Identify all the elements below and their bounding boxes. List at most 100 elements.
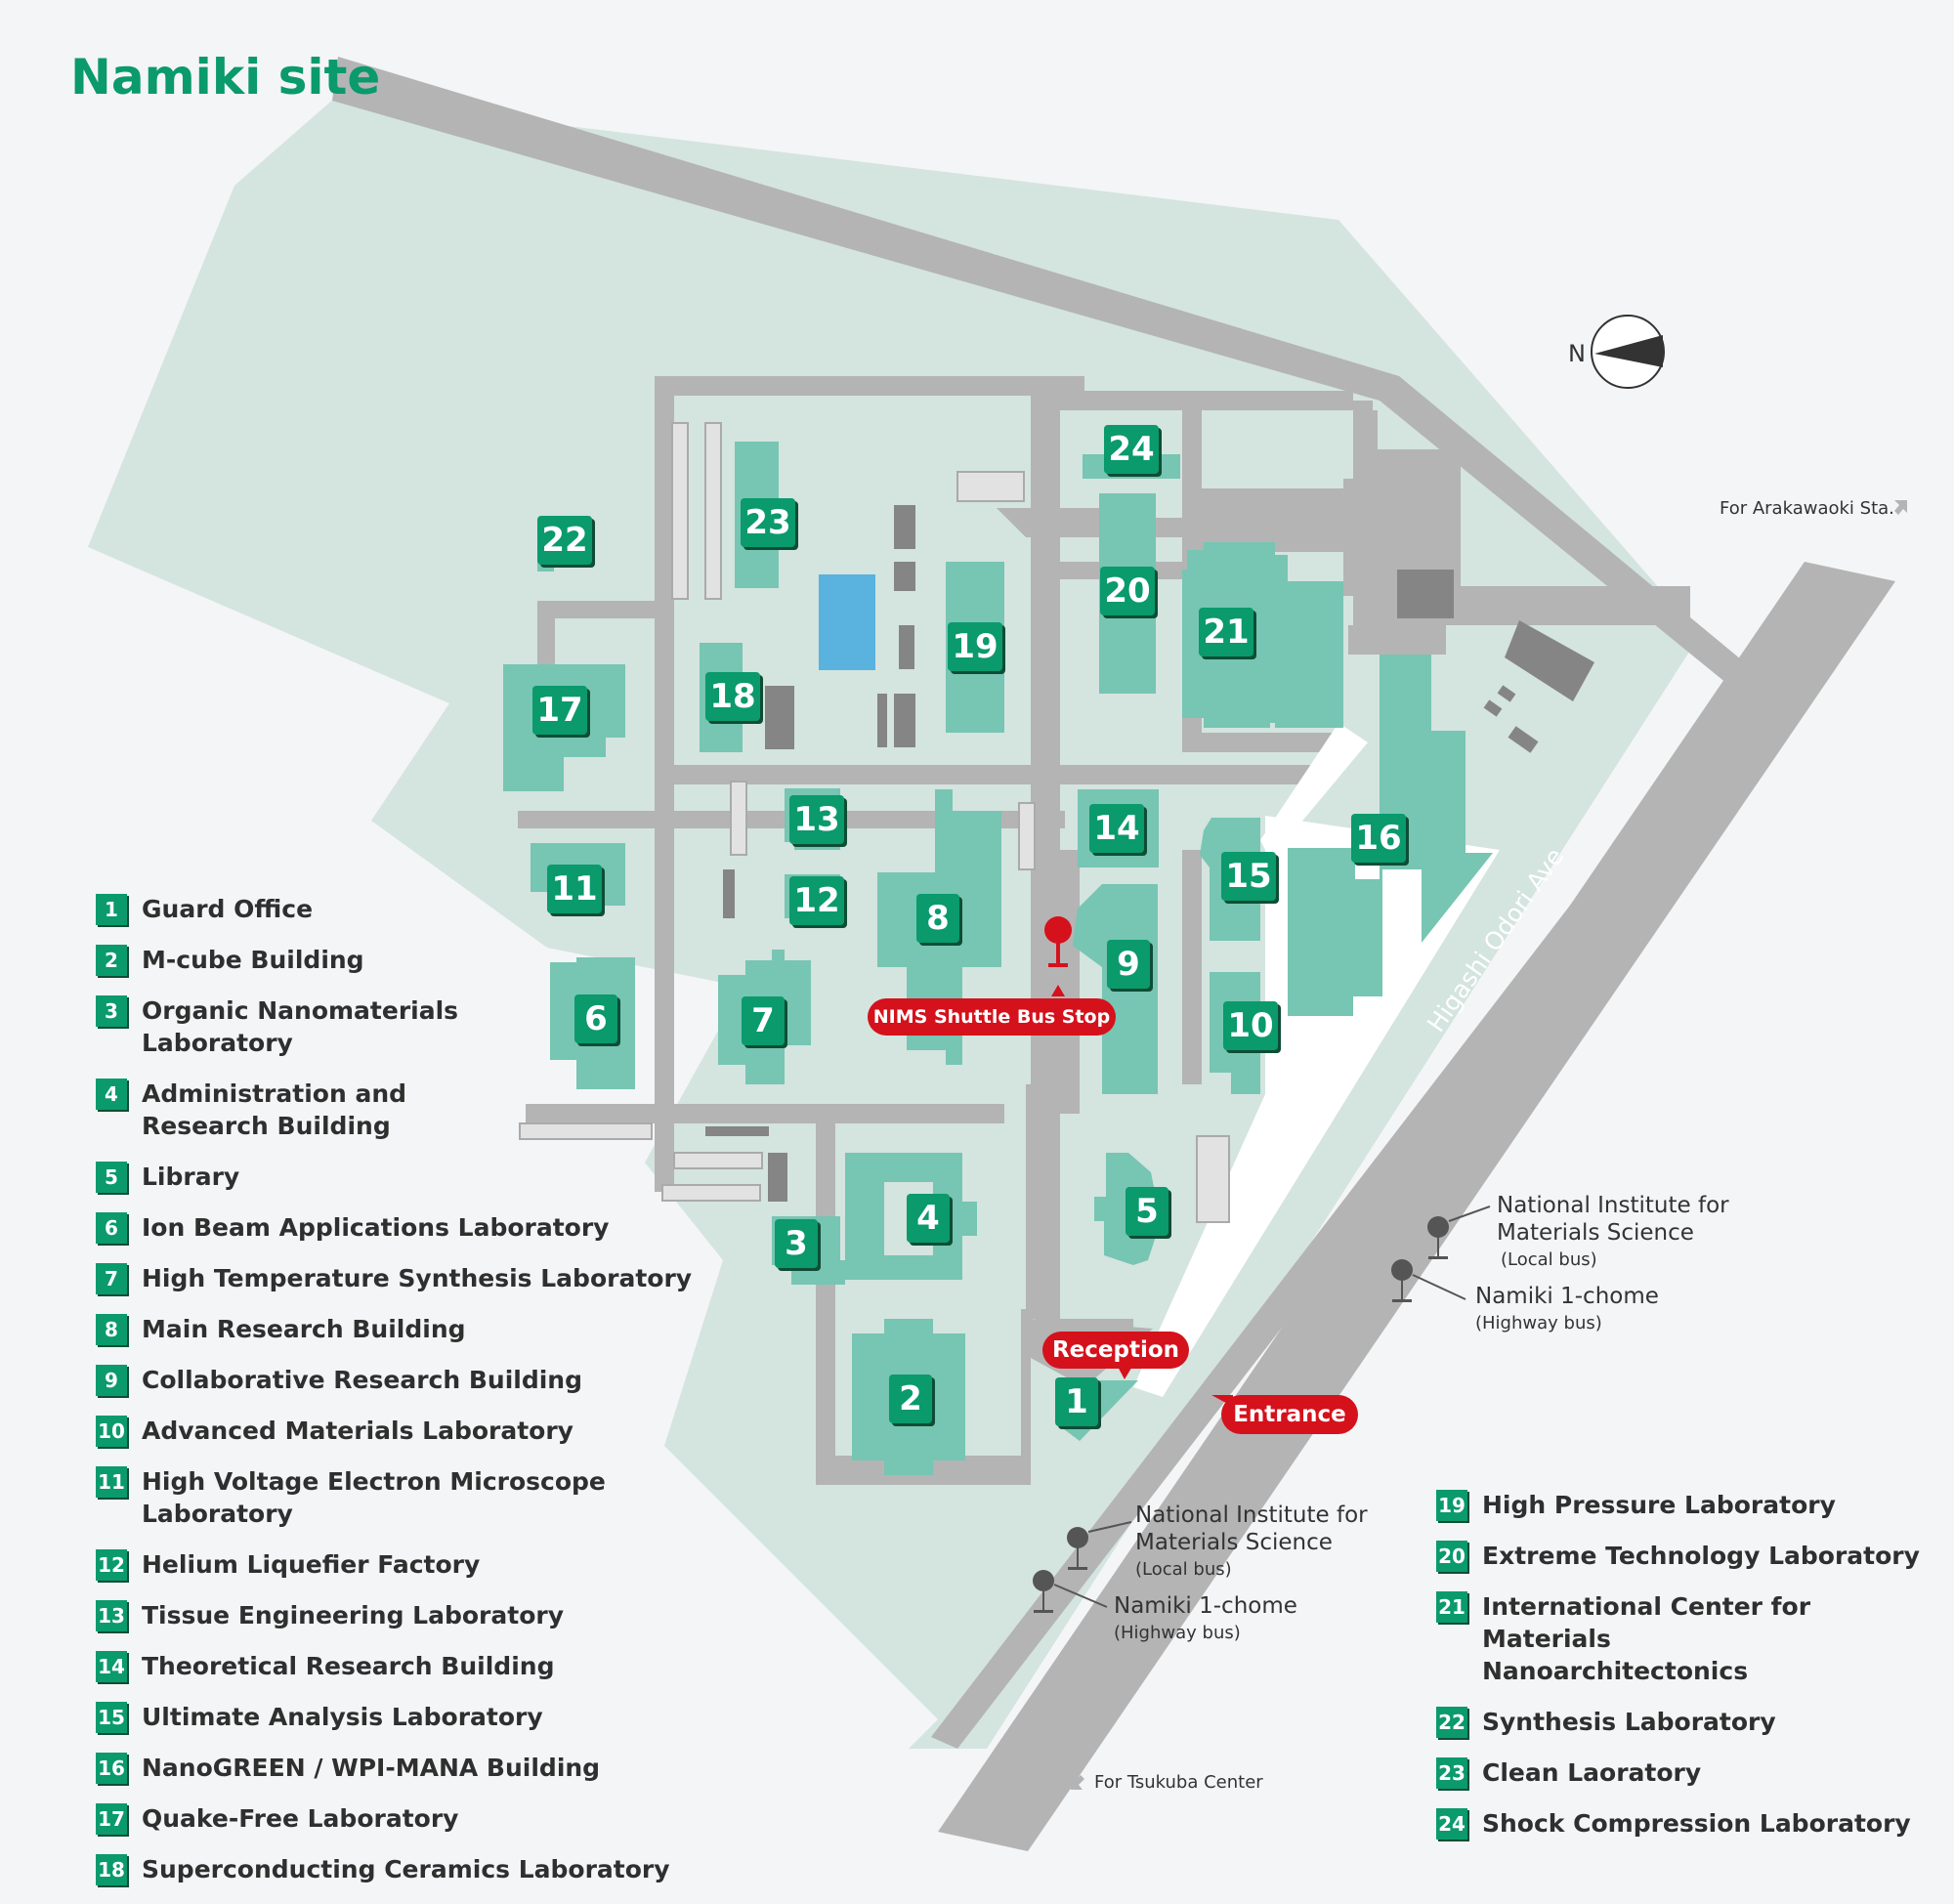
legend-building-name: Guard Office: [142, 895, 314, 923]
bus-stop-markers: [1033, 1206, 1491, 1613]
entrance-label[interactable]: Entrance: [1221, 1395, 1358, 1434]
legend-item[interactable]: 21 International Center for Materials Nan…: [1436, 1590, 1925, 1687]
legend-building-name: Ultimate Analysis Laboratory: [142, 1703, 543, 1731]
legend-building-name: Extreme Technology Laboratory: [1482, 1542, 1920, 1570]
parking-areas: [519, 422, 1230, 1223]
internal-roads: [518, 376, 1690, 1485]
legend-item[interactable]: 11 High Voltage Electron Microscope Labor…: [96, 1465, 721, 1530]
legend-number-badge: 8: [96, 1314, 127, 1345]
building-marker-21[interactable]: 21: [1199, 608, 1253, 656]
building-marker-3[interactable]: 3: [775, 1219, 818, 1268]
north-perimeter-road: [332, 57, 1747, 684]
compass-icon: [1591, 315, 1665, 389]
building-marker-6[interactable]: 6: [574, 994, 617, 1043]
legend-building-name: Ion Beam Applications Laboratory: [142, 1213, 610, 1242]
legend-building-name: Tissue Engineering Laboratory: [142, 1601, 565, 1629]
pool: [819, 574, 875, 670]
bus-stop-label-namiki-west: Namiki 1-chome (Highway bus): [1114, 1593, 1297, 1643]
legend-building-name: High Voltage Electron Microscope Laborat…: [142, 1467, 606, 1528]
legend-building-name: M-cube Building: [142, 946, 364, 974]
building-marker-15[interactable]: 15: [1221, 852, 1276, 901]
legend-building-name: Collaborative Research Building: [142, 1366, 582, 1394]
legend-number-badge: 11: [96, 1466, 127, 1498]
legend-building-name: Theoretical Research Building: [142, 1652, 555, 1680]
building-marker-5[interactable]: 5: [1126, 1187, 1168, 1236]
legend-building-name: Superconducting Ceramics Laboratory: [142, 1855, 670, 1883]
building-marker-8[interactable]: 8: [916, 894, 959, 943]
legend-building-name: Administration and Research Building: [142, 1079, 407, 1140]
legend-building-name: Helium Liquefier Factory: [142, 1550, 481, 1579]
building-marker-12[interactable]: 12: [789, 876, 844, 925]
building-marker-10[interactable]: 10: [1223, 1001, 1278, 1050]
legend-building-name: Advanced Materials Laboratory: [142, 1417, 573, 1445]
building-marker-11[interactable]: 11: [547, 865, 602, 913]
shuttle-bus-stop-label[interactable]: NIMS Shuttle Bus Stop: [868, 998, 1116, 1036]
building-marker-2[interactable]: 2: [889, 1375, 932, 1423]
shuttle-stop-pin-icon: [1044, 916, 1072, 967]
legend-number-badge: 5: [96, 1162, 127, 1193]
legend-number-badge: 22: [1436, 1707, 1467, 1738]
building-9-shape: [1073, 884, 1158, 1094]
legend-number-badge: 17: [96, 1803, 127, 1835]
building-marker-14[interactable]: 14: [1089, 804, 1144, 853]
building-marker-17[interactable]: 17: [532, 686, 587, 735]
arrow-southwest-icon: [1071, 1775, 1084, 1790]
building-marker-19[interactable]: 19: [948, 622, 1002, 671]
compass-north-label: N: [1568, 340, 1586, 367]
building-marker-13[interactable]: 13: [789, 795, 844, 844]
building-marker-4[interactable]: 4: [907, 1194, 950, 1243]
sidewalk: [931, 679, 1770, 1749]
building-marker-18[interactable]: 18: [705, 672, 760, 721]
page-title: Namiki site: [70, 49, 381, 106]
legend-item[interactable]: 20 Extreme Technology Laboratory: [1436, 1540, 1925, 1572]
building-marker-1[interactable]: 1: [1055, 1377, 1098, 1426]
reception-label[interactable]: Reception: [1042, 1332, 1189, 1369]
legend-item[interactable]: 5 Library: [96, 1161, 721, 1193]
legend-number-badge: 24: [1436, 1808, 1467, 1840]
legend-number-badge: 7: [96, 1263, 127, 1294]
legend-number-badge: 23: [1436, 1757, 1467, 1789]
building-marker-23[interactable]: 23: [741, 498, 795, 547]
legend-building-name: Library: [142, 1163, 240, 1191]
legend-number-badge: 10: [96, 1416, 127, 1447]
legend-number-badge: 2: [96, 945, 127, 976]
legend-item[interactable]: 10 Advanced Materials Laboratory: [96, 1415, 721, 1447]
legend-number-badge: 20: [1436, 1541, 1467, 1572]
legend-building-name: Organic Nanomaterials Laboratory: [142, 996, 459, 1057]
utility-structures: [705, 505, 1594, 1202]
legend-number-badge: 21: [1436, 1591, 1467, 1623]
building-marker-16[interactable]: 16: [1351, 814, 1406, 863]
building-marker-20[interactable]: 20: [1100, 567, 1155, 615]
legend-number-badge: 19: [1436, 1490, 1467, 1521]
bus-stop-label-nims-east: National Institute for Materials Science…: [1497, 1193, 1729, 1270]
white-walkway: [1133, 816, 1500, 1397]
building-marker-9[interactable]: 9: [1107, 940, 1150, 989]
legend-building-name: NanoGREEN / WPI-MANA Building: [142, 1754, 601, 1782]
building-marker-7[interactable]: 7: [742, 996, 785, 1045]
legend-item[interactable]: 2 M-cube Building: [96, 944, 721, 976]
building-marker-22[interactable]: 22: [537, 516, 592, 565]
legend-building-name: International Center for Materials Nanoa…: [1482, 1592, 1811, 1685]
building-marker-24[interactable]: 24: [1104, 425, 1159, 474]
arrow-northeast-icon: [1894, 500, 1907, 515]
higashi-odori-ave: [938, 562, 1895, 1851]
